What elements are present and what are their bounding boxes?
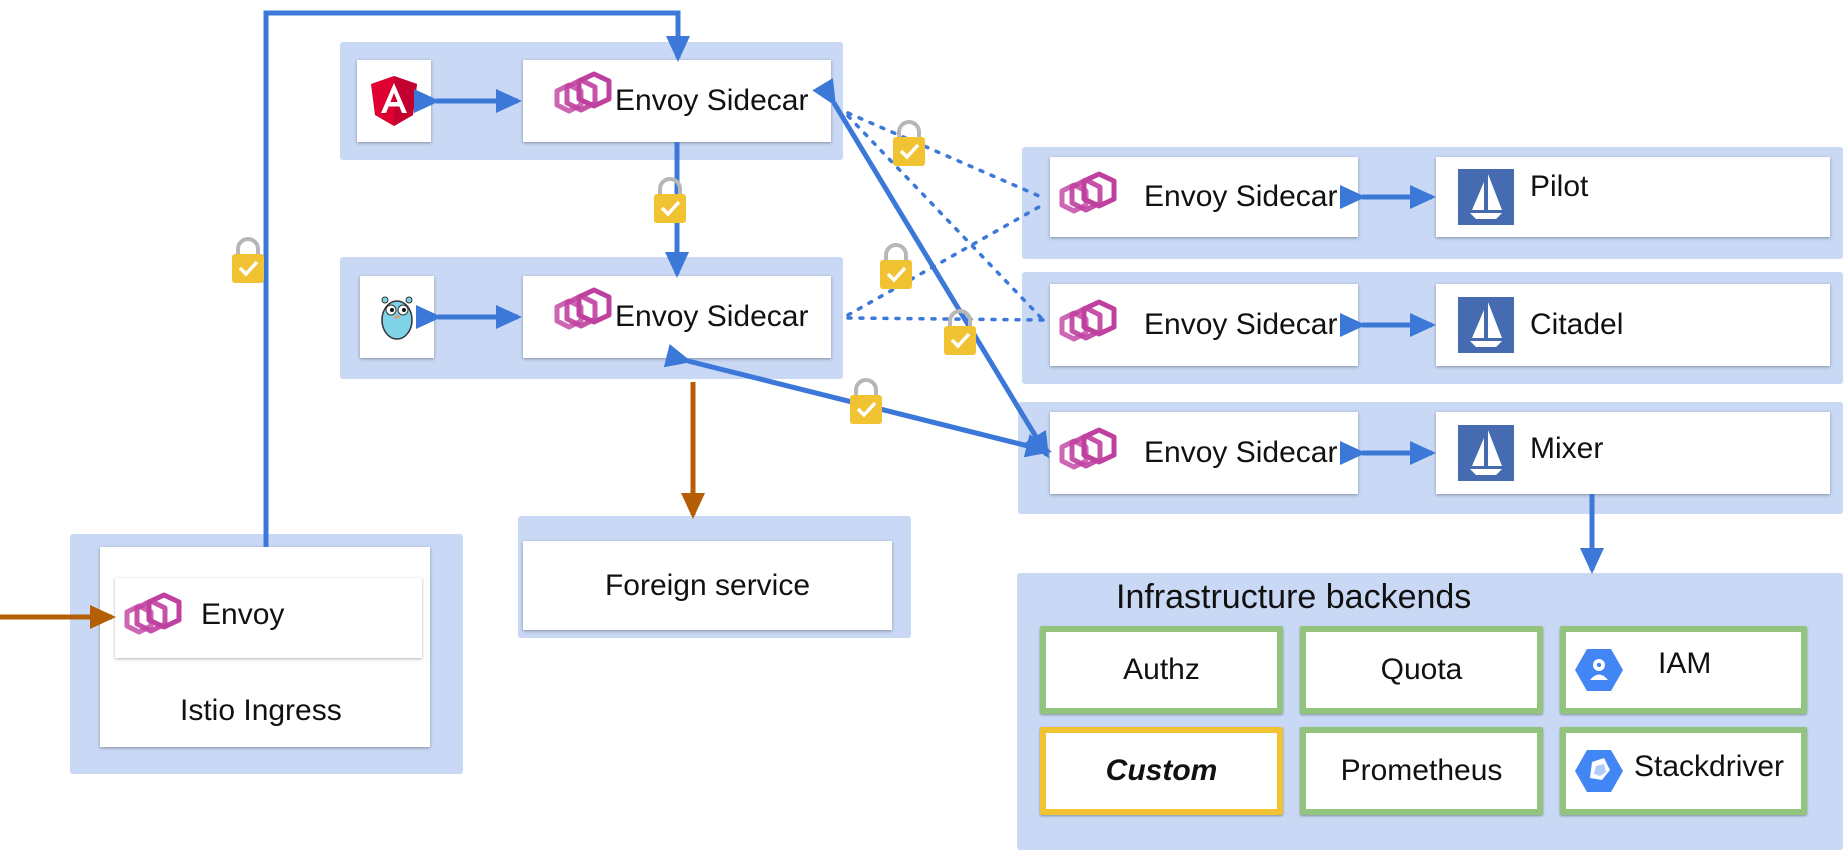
- infrastructure-title: Infrastructure backends: [1116, 578, 1472, 616]
- padlock-check-icon: [944, 309, 976, 355]
- envoy-icon: [554, 287, 612, 330]
- foreign-service-card: Foreign service: [523, 541, 892, 630]
- envoy-sidecar-label: Envoy Sidecar: [1144, 436, 1338, 469]
- dotted-angular-pilot: [846, 111, 1048, 201]
- istio-sail-icon: [1458, 297, 1514, 353]
- citadel-label: Citadel: [1530, 308, 1624, 341]
- padlock-check-icon: [850, 378, 882, 424]
- pilot-card: Pilot: [1436, 157, 1830, 237]
- go-app-card: [360, 276, 434, 358]
- backend-label: Custom: [1105, 754, 1218, 787]
- ingress-envoy-card: Envoy: [115, 578, 422, 658]
- foreign-service-label: Foreign service: [604, 568, 811, 602]
- mixer-envoy-sidecar-card: Envoy Sidecar: [1050, 412, 1358, 494]
- envoy-icon: [1059, 171, 1117, 214]
- backend-label: IAM: [1658, 647, 1712, 680]
- envoy-sidecar-label: Envoy Sidecar: [615, 84, 809, 117]
- angular-envoy-sidecar-card: Envoy Sidecar: [523, 60, 831, 142]
- dotted-angular-citadel: [846, 114, 1048, 325]
- backend-prometheus: Prometheus: [1300, 727, 1543, 815]
- padlock-check-icon: [893, 120, 925, 166]
- envoy-icon: [1059, 299, 1117, 342]
- backend-stackdriver: Stackdriver: [1560, 727, 1807, 815]
- envoy-icon: [554, 71, 612, 114]
- pilot-envoy-sidecar-card: Envoy Sidecar: [1050, 157, 1358, 237]
- padlock-check-icon: [232, 237, 264, 283]
- dotted-go-citadel: [846, 316, 1048, 322]
- padlock-check-icon: [880, 243, 912, 289]
- backend-quota: Quota: [1300, 626, 1543, 714]
- backend-authz: Authz: [1040, 626, 1283, 714]
- backend-label: Authz: [1123, 653, 1200, 686]
- dotted-go-pilot: [846, 201, 1048, 317]
- gcp-iam-icon: [1575, 649, 1623, 691]
- citadel-envoy-sidecar-card: Envoy Sidecar: [1050, 284, 1358, 366]
- envoy-sidecar-label: Envoy Sidecar: [1144, 180, 1338, 213]
- istio-sail-icon: [1458, 425, 1514, 481]
- mixer-label: Mixer: [1530, 432, 1604, 465]
- backend-custom: Custom: [1040, 727, 1283, 815]
- padlock-check-icon: [654, 177, 686, 223]
- backend-iam: IAM: [1560, 626, 1807, 714]
- pilot-label: Pilot: [1530, 170, 1589, 203]
- ingress-to-angular-arrow: [263, 10, 690, 547]
- backend-label: Quota: [1380, 653, 1463, 686]
- citadel-card: Citadel: [1436, 284, 1830, 366]
- envoy-icon: [124, 592, 182, 635]
- angular-icon: [371, 76, 417, 126]
- backend-label: Prometheus: [1340, 754, 1503, 787]
- envoy-sidecar-label: Envoy Sidecar: [615, 300, 809, 333]
- ingress-envoy-label: Envoy: [201, 598, 285, 631]
- gopher-icon: [381, 296, 413, 340]
- istio-sail-icon: [1458, 169, 1514, 225]
- stackdriver-icon: [1575, 750, 1623, 792]
- ingress-title: Istio Ingress: [180, 694, 342, 727]
- envoy-sidecar-label: Envoy Sidecar: [1144, 308, 1338, 341]
- backend-label: Stackdriver: [1634, 750, 1785, 783]
- envoy-icon: [1059, 427, 1117, 470]
- mixer-card: Mixer: [1436, 412, 1830, 494]
